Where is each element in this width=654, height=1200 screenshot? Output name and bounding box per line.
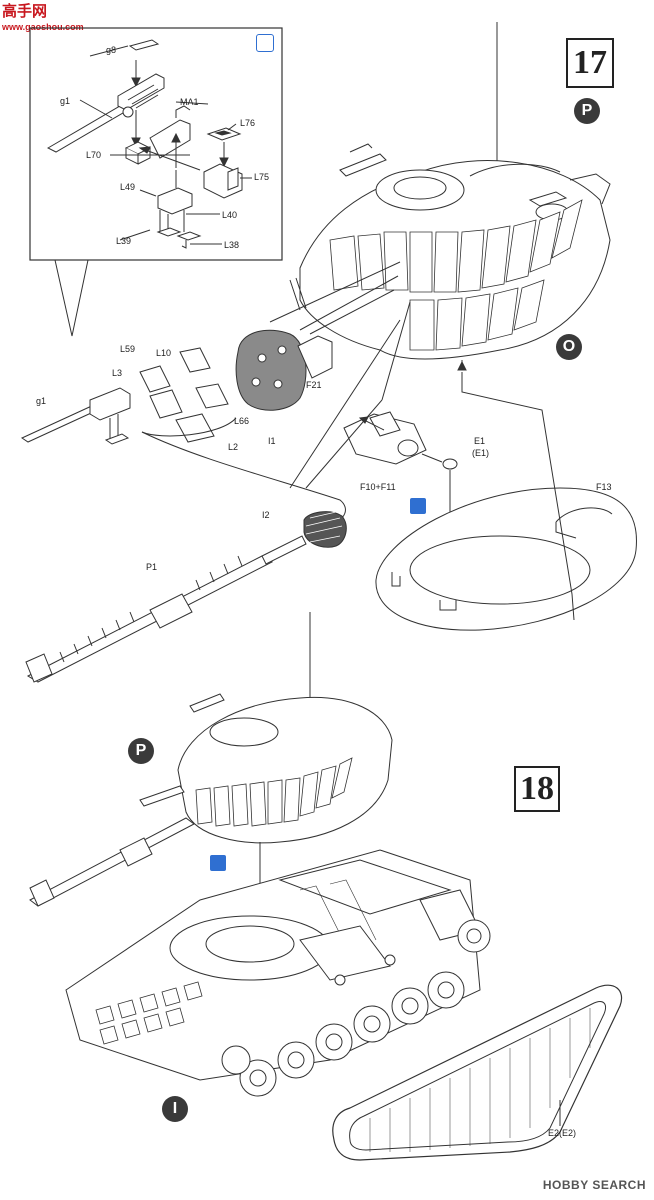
label-l40: L40: [222, 210, 238, 220]
footer-brand-logo: HOBBY SEARCH: [542, 1178, 646, 1192]
step17-mantlet: [235, 261, 401, 411]
watermark-url: www.gaoshou.com: [2, 22, 84, 32]
paint-brush-icon: [256, 34, 274, 52]
label-i1: I1: [268, 436, 276, 446]
label-l75: L75: [254, 172, 270, 182]
label-l49: L49: [120, 182, 136, 192]
marker-o-step17: O: [556, 334, 582, 360]
detail-inset-frame: [29, 27, 283, 261]
label-l2: L2: [228, 442, 239, 452]
label-l66: L66: [234, 416, 250, 426]
marker-p-step18: P: [128, 738, 154, 764]
label-p1: P1: [146, 562, 158, 572]
label-l70: L70: [86, 150, 102, 160]
label-l59: L59: [120, 344, 136, 354]
marker-p-step17: P: [574, 98, 600, 124]
label-g1-detail: g1: [60, 96, 71, 106]
label-f21: F21: [306, 380, 322, 390]
label-e1-paren: (E1): [472, 448, 490, 458]
step17-coax-gun: [20, 347, 346, 525]
step17-main-gun: [25, 511, 347, 683]
label-g8: g8: [106, 45, 117, 55]
watermark-chars: 高手网: [2, 3, 48, 20]
step-number-17: 17: [566, 38, 614, 88]
detail-gun-assembly: [46, 39, 252, 249]
label-l39: L39: [116, 236, 132, 246]
label-l3: L3: [112, 368, 123, 378]
step17-turret: [289, 22, 611, 360]
label-i2: I2: [262, 510, 270, 520]
step17-turret-ring: [375, 360, 637, 631]
label-l38: L38: [224, 240, 240, 250]
glue-icon: [410, 498, 426, 514]
glue-icon-step18: [210, 855, 226, 871]
label-ma1: MA1: [180, 97, 199, 107]
label-e2: E2(E2): [548, 1128, 577, 1138]
step18-track: [332, 984, 623, 1161]
label-l10: L10: [156, 348, 172, 358]
label-g1: g1: [36, 396, 47, 406]
label-f13: F13: [596, 482, 612, 492]
step-number-18: 18: [514, 766, 560, 812]
step18-turret: [29, 612, 393, 956]
label-e1: E1: [474, 436, 486, 446]
marker-i-step18: I: [162, 1096, 188, 1122]
step18-hull: [65, 849, 491, 1097]
watermark-logo: 高手网 www.gaoshou.com: [0, 0, 84, 40]
label-f10-f11: F10+F11: [360, 482, 396, 492]
label-l76: L76: [240, 118, 256, 128]
